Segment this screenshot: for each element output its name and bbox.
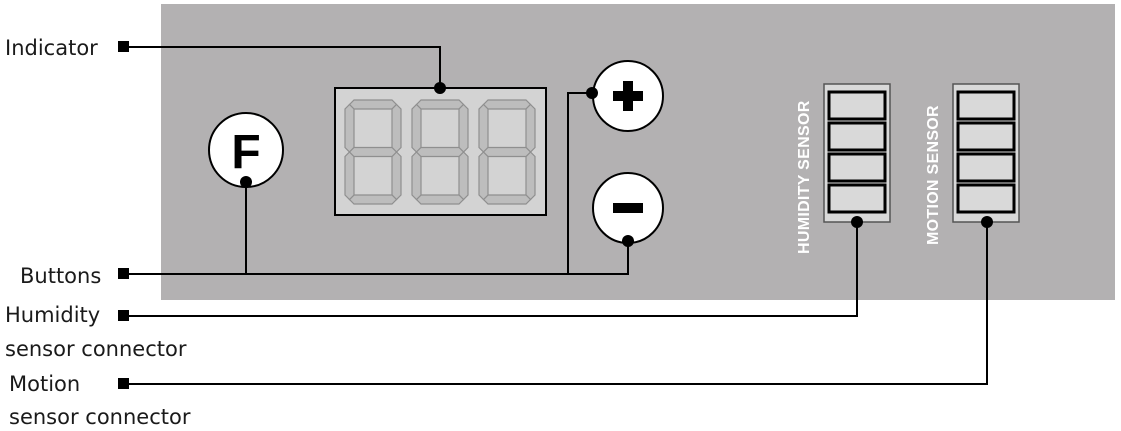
digit-segment <box>458 103 469 153</box>
connection-dots <box>240 82 993 247</box>
digit-segment <box>344 151 355 201</box>
humidity-sensor-connector[interactable] <box>823 83 891 223</box>
indicator-display <box>334 87 547 216</box>
leader-lines <box>124 46 988 385</box>
motion-sensor-label: MOTION SENSOR <box>925 105 942 245</box>
connector-slot <box>956 121 1016 152</box>
f-button-label: F <box>231 126 260 179</box>
indicator-label: Indicator <box>5 36 98 60</box>
digit-segment <box>348 194 398 205</box>
digit-segment <box>411 103 422 153</box>
digit-segment <box>478 151 489 201</box>
digit-segment <box>391 151 402 201</box>
digit-segment <box>344 103 355 153</box>
digit-segment <box>482 146 532 158</box>
display-digit <box>411 99 469 205</box>
digit-segment <box>482 194 532 205</box>
connector-slot <box>827 183 887 214</box>
motion-connector-label-line1: Motion <box>9 372 80 396</box>
f-button[interactable]: F <box>208 112 284 188</box>
digit-segment <box>525 151 536 201</box>
connector-slot <box>827 90 887 121</box>
minus-button[interactable] <box>592 172 664 244</box>
digit-segment <box>415 194 465 205</box>
motion-connector-label-line2: sensor connector <box>9 405 191 429</box>
connector-slot <box>827 121 887 152</box>
digit-segment <box>478 103 489 153</box>
connector-slot <box>956 90 1016 121</box>
digit-segment <box>415 99 465 110</box>
display-digit <box>344 99 402 205</box>
digit-segment <box>391 103 402 153</box>
digit-segment <box>525 103 536 153</box>
digit-segment <box>415 146 465 158</box>
motion-sensor-connector[interactable] <box>952 83 1020 223</box>
digit-segment <box>348 99 398 110</box>
label-markers <box>118 41 129 389</box>
digit-segment <box>348 146 398 158</box>
digit-segment <box>482 99 532 110</box>
display-digit <box>478 99 536 205</box>
connector-slot <box>956 152 1016 183</box>
connector-slot <box>956 183 1016 214</box>
digit-segment <box>411 151 422 201</box>
humidity-sensor-label: HUMIDITY SENSOR <box>796 100 813 254</box>
humidity-connector-label-line1: Humidity <box>5 303 100 327</box>
plus-button[interactable] <box>592 60 664 132</box>
buttons-label: Buttons <box>20 264 101 288</box>
digit-segment <box>458 151 469 201</box>
minus-icon <box>613 203 643 213</box>
connector-slot <box>827 152 887 183</box>
humidity-connector-label-line2: sensor connector <box>5 337 187 361</box>
